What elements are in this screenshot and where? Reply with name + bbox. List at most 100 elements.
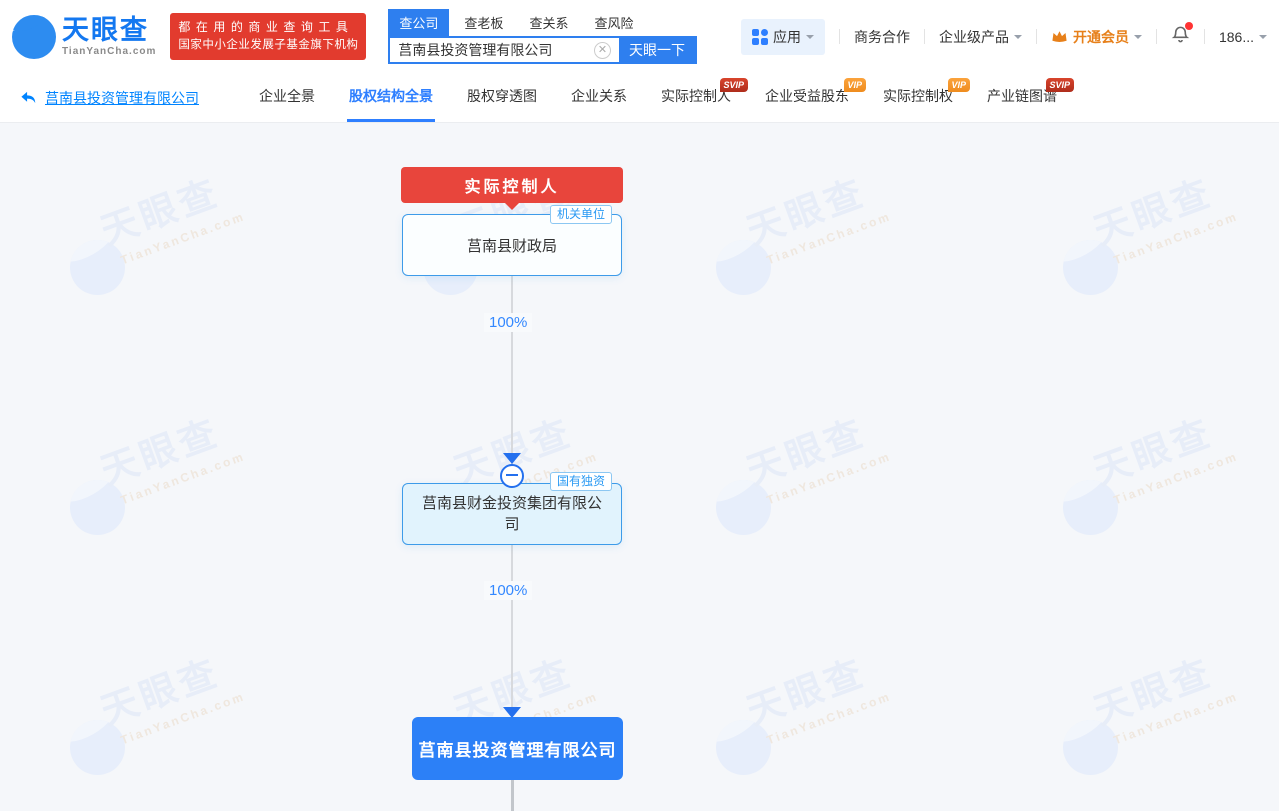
tab-label: 企业关系 — [571, 88, 627, 104]
watermark-logo-icon — [70, 720, 125, 775]
notification-dot — [1184, 21, 1193, 30]
search-button[interactable]: 天眼一下 — [618, 38, 695, 62]
watermark-logo-icon — [1063, 480, 1118, 535]
chevron-down-icon — [1259, 34, 1267, 43]
company-nav-bar: 莒南县投资管理有限公司 企业全景 股权结构全景 股权穿透图 企业关系 实际控制人… — [0, 73, 1279, 123]
apps-menu[interactable]: 应用 — [740, 18, 825, 55]
search-tab-company[interactable]: 查公司 — [388, 9, 450, 36]
divider — [923, 29, 925, 44]
watermark-text: 天眼查 — [95, 411, 226, 493]
divider — [1155, 29, 1157, 44]
clear-search-icon[interactable]: ✕ — [593, 41, 611, 59]
watermark-text: 天眼查 — [1088, 651, 1219, 733]
divider — [838, 29, 840, 44]
arrow-down-icon — [503, 707, 521, 718]
tab-label: 股权结构全景 — [349, 88, 433, 104]
watermark-text: 天眼查 — [1088, 171, 1219, 253]
enterprise-products-menu[interactable]: 企业级产品 — [939, 27, 1022, 47]
search-box: ✕ 天眼一下 — [388, 36, 697, 64]
chevron-down-icon — [1133, 34, 1142, 43]
watermark-text: 天眼查 — [741, 411, 872, 493]
watermark-text: 天眼查 — [741, 171, 872, 253]
tab-enterprise-relations[interactable]: 企业关系 — [569, 73, 629, 122]
arrow-down-icon — [503, 453, 521, 464]
watermark-domain: TianYanCha.com — [118, 689, 248, 748]
notification-bell-icon[interactable] — [1171, 21, 1193, 49]
header-menu: 应用 商务合作 企业级产品 开通会员 186... — [740, 18, 1267, 55]
business-cooperation-link[interactable]: 商务合作 — [854, 27, 910, 47]
watermark-logo-icon — [716, 240, 771, 295]
tab-label: 产业链图谱 — [987, 88, 1057, 104]
open-vip-menu[interactable]: 开通会员 — [1051, 27, 1142, 47]
account-phone-label: 186... — [1218, 28, 1254, 45]
watermark-logo-icon — [70, 480, 125, 535]
back-to-company[interactable]: 莒南县投资管理有限公司 — [20, 73, 199, 122]
search-tab-boss[interactable]: 查老板 — [464, 16, 504, 31]
tab-equity-structure[interactable]: 股权结构全景 — [347, 73, 435, 122]
node-target-company[interactable]: 莒南县投资管理有限公司 — [412, 717, 623, 780]
watermark-logo-icon — [70, 240, 125, 295]
svip-badge: SVIP — [720, 78, 748, 92]
watermark-text: 天眼查 — [741, 651, 872, 733]
edge-line-tail — [511, 780, 514, 811]
shareholding-percent-label[interactable]: 100% — [484, 313, 533, 332]
edge-line — [511, 276, 513, 469]
watermark-logo-icon — [716, 720, 771, 775]
logo-title: 天眼查 — [62, 14, 149, 45]
watermark-logo-icon — [1063, 240, 1118, 295]
search-tab-risk[interactable]: 查风险 — [594, 16, 634, 31]
tab-label: 企业全景 — [259, 88, 315, 104]
equity-structure-canvas[interactable]: 天眼查TianYanCha.com天眼查TianYanCha.com天眼查Tia… — [0, 123, 1279, 811]
divider — [1203, 29, 1205, 44]
vip-badge: VIP — [844, 78, 866, 92]
app-header: 天眼查 TianYanCha.com 都在用的商业查询工具 国家中小企业发展子基… — [0, 0, 1279, 73]
search-input[interactable] — [390, 38, 594, 62]
back-arrow-icon — [21, 91, 36, 104]
tianyancha-logo[interactable]: 天眼查 TianYanCha.com — [12, 14, 156, 59]
tab-label: 企业受益股东 — [765, 88, 849, 104]
watermark-domain: TianYanCha.com — [764, 209, 894, 268]
company-name-link[interactable]: 莒南县投资管理有限公司 — [45, 89, 199, 106]
watermark-domain: TianYanCha.com — [1111, 209, 1241, 268]
tab-label: 股权穿透图 — [467, 88, 537, 104]
brand-slogan-banner: 都在用的商业查询工具 国家中小企业发展子基金旗下机构 — [170, 13, 367, 60]
watermark-domain: TianYanCha.com — [1111, 689, 1241, 748]
search-tab-relation[interactable]: 查关系 — [529, 16, 569, 31]
business-cooperation-label: 商务合作 — [853, 28, 910, 45]
apps-label: 应用 — [772, 28, 801, 45]
watermark-domain: TianYanCha.com — [764, 689, 894, 748]
watermark-text: 天眼查 — [95, 171, 226, 253]
divider — [1035, 29, 1037, 44]
edge-line — [511, 545, 513, 717]
watermark-logo-icon — [1063, 720, 1118, 775]
svip-badge: SVIP — [1046, 78, 1074, 92]
search-type-tabs: 查公司 查老板 查关系 查风险 — [388, 9, 697, 36]
tab-equity-penetration[interactable]: 股权穿透图 — [465, 73, 539, 122]
apps-grid-icon — [751, 28, 768, 45]
shareholding-percent-label[interactable]: 100% — [484, 581, 533, 600]
entity-type-tag-state-owned: 国有独资 — [550, 472, 613, 491]
collapse-minus-icon[interactable] — [500, 464, 524, 488]
account-menu[interactable]: 186... — [1219, 29, 1267, 45]
search-area: 查公司 查老板 查关系 查风险 ✕ 天眼一下 — [388, 9, 697, 64]
node-intermediate-shareholder[interactable]: 莒南县财金投资集团有限公司 — [402, 483, 622, 545]
tab-enterprise-overview[interactable]: 企业全景 — [257, 73, 317, 122]
open-vip-label: 开通会员 — [1072, 28, 1129, 45]
slogan-line1: 都在用的商业查询工具 — [178, 20, 354, 35]
watermark-domain: TianYanCha.com — [764, 449, 894, 508]
chevron-down-icon — [1013, 34, 1022, 43]
watermark-text: 天眼查 — [95, 651, 226, 733]
crown-icon — [1051, 29, 1068, 44]
